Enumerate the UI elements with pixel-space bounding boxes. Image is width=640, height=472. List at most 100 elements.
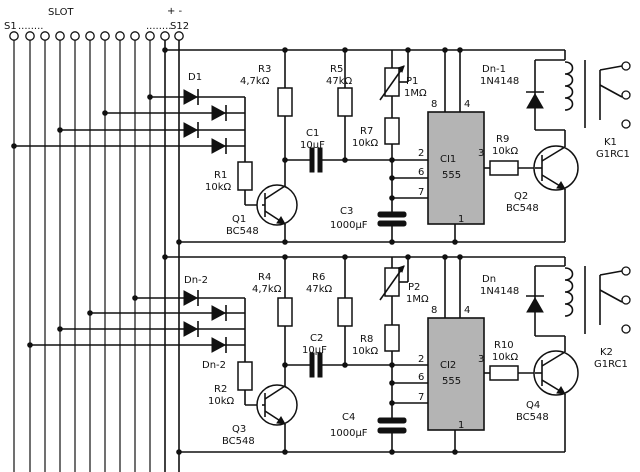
transistor-q4-icon xyxy=(533,350,579,396)
c4-value: 1000µF xyxy=(330,428,368,439)
p1-value: 1MΩ xyxy=(404,88,427,99)
resistor-r2 xyxy=(237,361,253,391)
r7-value: 10kΩ xyxy=(352,138,379,149)
ic2-pin8: 8 xyxy=(431,305,437,316)
r4-label: R4 xyxy=(258,272,271,283)
resistor-r8 xyxy=(384,324,400,352)
dn1-value: 1N4148 xyxy=(480,76,519,87)
lower-channel: Dn-2 Dn-2 R2 10kΩ Q3 BC548 R4 4,7kΩ C2 xyxy=(27,254,631,455)
d1-label: D1 xyxy=(188,72,202,83)
p1-label: P1 xyxy=(406,76,418,87)
c3-label: C3 xyxy=(340,206,353,217)
dn1-label: Dn-1 xyxy=(482,64,506,75)
k1-value: G1RC1 xyxy=(596,149,630,160)
r3-label: R3 xyxy=(258,64,271,75)
q4-label: Q4 xyxy=(526,400,540,411)
r2-label: R2 xyxy=(214,384,227,395)
q3-value: BC548 xyxy=(222,436,255,447)
p2-value: 1MΩ xyxy=(406,294,429,305)
c2-value: 10µF xyxy=(302,345,327,356)
r5-value: 47kΩ xyxy=(326,76,353,87)
c1-label: C1 xyxy=(306,128,319,139)
ic1-pin3: 3 xyxy=(478,148,484,159)
r5-label: R5 xyxy=(330,64,343,75)
dn2-bottom-label: Dn-2 xyxy=(202,360,226,371)
p2-label: P2 xyxy=(408,282,420,293)
resistor-r6 xyxy=(337,297,353,327)
resistor-r10 xyxy=(489,365,519,381)
ic2-value: 555 xyxy=(442,376,461,387)
ic-ci1 xyxy=(427,111,485,225)
ic1-pin1: 1 xyxy=(458,214,464,225)
k1-label: K1 xyxy=(604,137,617,148)
ic2-pin2: 2 xyxy=(418,354,424,365)
resistor-r4 xyxy=(277,297,293,327)
r10-value: 10kΩ xyxy=(492,352,519,363)
ic1-pin6: 6 xyxy=(418,167,424,178)
ic2-pin3: 3 xyxy=(478,354,484,365)
s12-label: S12 xyxy=(170,21,189,32)
ic2-pin4: 4 xyxy=(464,305,470,316)
r4-value: 4,7kΩ xyxy=(252,284,282,295)
transistor-q1-icon xyxy=(256,184,298,226)
relay-k2-coil xyxy=(564,267,574,317)
dn-value: 1N4148 xyxy=(480,286,519,297)
ic2-label: CI2 xyxy=(440,360,456,371)
q2-value: BC548 xyxy=(506,203,539,214)
r6-label: R6 xyxy=(312,272,325,283)
resistor-r3 xyxy=(277,87,293,117)
k2-value: G1RC1 xyxy=(594,359,628,370)
ic-ci2 xyxy=(427,317,485,431)
r1-value: 10kΩ xyxy=(205,182,232,193)
c3-value: 1000µF xyxy=(330,220,368,231)
r3-value: 4,7kΩ xyxy=(240,76,270,87)
q1-value: BC548 xyxy=(226,226,259,237)
resistor-r7 xyxy=(384,117,400,145)
q1-label: Q1 xyxy=(232,214,246,225)
transistor-q2-icon xyxy=(533,145,579,191)
r8-value: 10kΩ xyxy=(352,346,379,357)
ic1-pin2: 2 xyxy=(418,148,424,159)
transistor-q3-icon xyxy=(256,384,298,426)
r2-value: 10kΩ xyxy=(208,396,235,407)
slot-label: SLOT xyxy=(48,7,74,18)
r8-label: R8 xyxy=(360,334,373,345)
dots-right: ........ xyxy=(146,21,171,32)
dn2-top-label: Dn-2 xyxy=(184,275,208,286)
resistor-r5 xyxy=(337,87,353,117)
r7-label: R7 xyxy=(360,126,373,137)
ic1-label: CI1 xyxy=(440,154,456,165)
r10-label: R10 xyxy=(494,340,514,351)
ic2-pin6: 6 xyxy=(418,372,424,383)
dn-label: Dn xyxy=(482,274,496,285)
ic1-pin7: 7 xyxy=(418,187,424,198)
ic2-pin1: 1 xyxy=(458,420,464,431)
q2-label: Q2 xyxy=(514,191,528,202)
upper-channel: D1 R1 10kΩ Q1 BC548 R3 4,7kΩ C1 10µF xyxy=(11,47,631,245)
diode-dn2-icon xyxy=(183,290,227,353)
slot-terminals xyxy=(9,31,184,41)
k2-label: K2 xyxy=(600,347,613,358)
s1-label: S1 xyxy=(4,21,17,32)
diode-d1-icon xyxy=(183,89,227,154)
c1-value: 10µF xyxy=(300,140,325,151)
r6-value: 47kΩ xyxy=(306,284,333,295)
relay-k1-contacts-icon xyxy=(599,61,631,129)
r9-value: 10kΩ xyxy=(492,146,519,157)
polarity-label: + - xyxy=(167,6,183,17)
resistor-r9 xyxy=(489,160,519,176)
relay-k2-contacts-icon xyxy=(599,266,631,334)
ic2-pin7: 7 xyxy=(418,392,424,403)
r1-label: R1 xyxy=(214,170,227,181)
q4-value: BC548 xyxy=(516,412,549,423)
resistor-r1 xyxy=(237,161,253,191)
r9-label: R9 xyxy=(496,134,509,145)
ic1-pin8: 8 xyxy=(431,99,437,110)
slot-bus xyxy=(13,40,180,472)
dots-left: ........ xyxy=(18,21,43,32)
c2-label: C2 xyxy=(310,333,323,344)
relay-k1-coil xyxy=(564,61,574,111)
ic1-value: 555 xyxy=(442,170,461,181)
q3-label: Q3 xyxy=(232,424,246,435)
